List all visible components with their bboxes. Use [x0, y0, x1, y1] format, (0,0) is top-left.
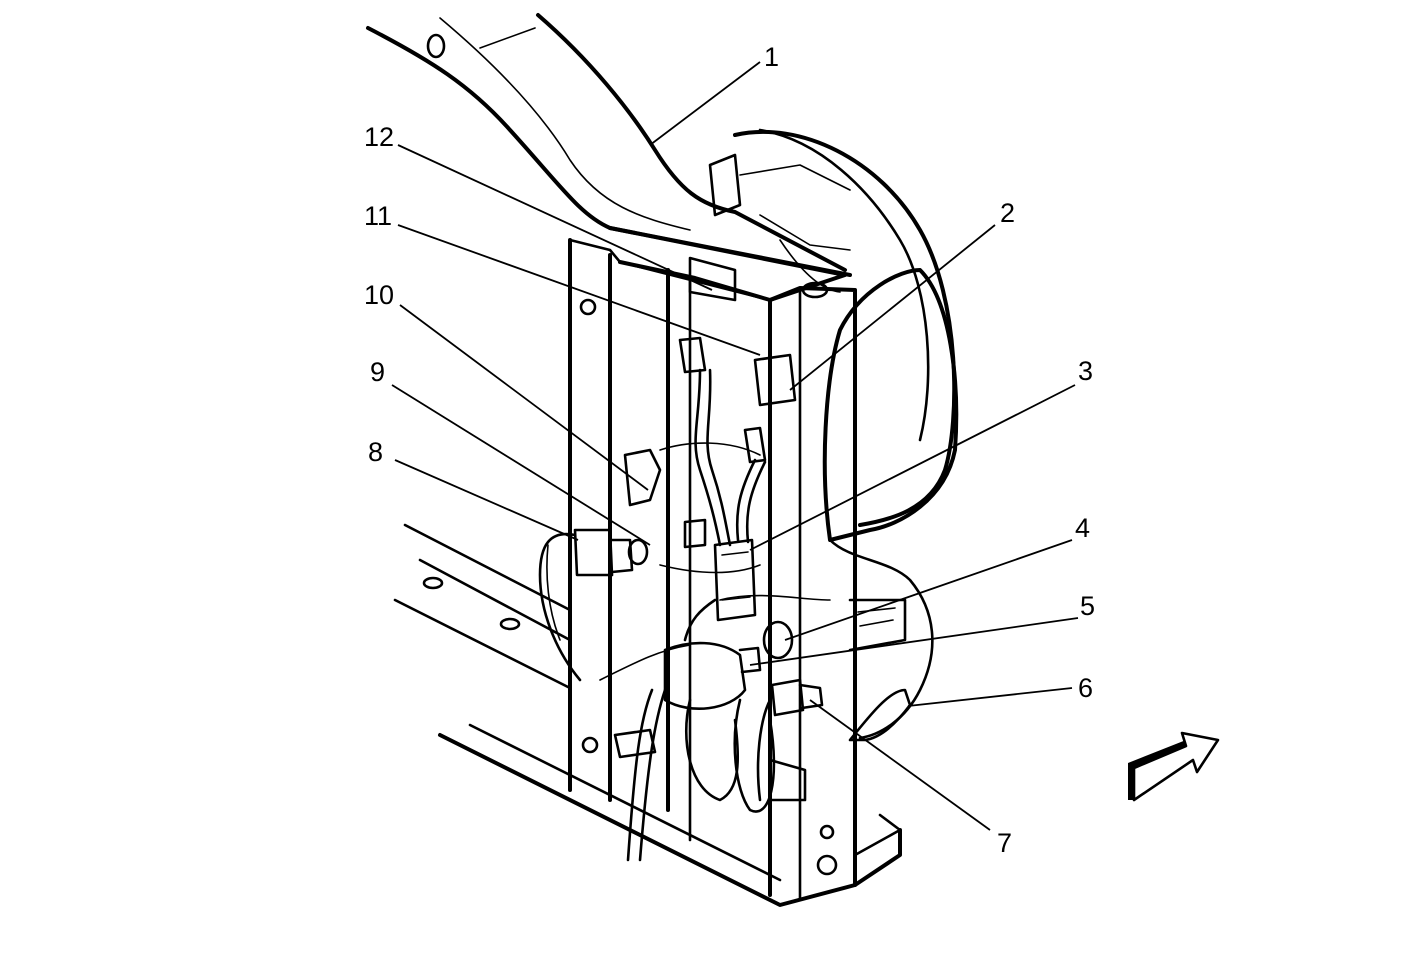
frame-rail [366, 13, 852, 277]
callout-11: 11 [364, 201, 392, 231]
wheel-and-tire [708, 128, 959, 742]
leader-10 [399, 304, 649, 491]
callout-1: 1 [764, 42, 779, 72]
leader-2 [789, 224, 996, 391]
leader-1 [649, 61, 761, 146]
front-crossmember-panel [393, 523, 831, 690]
callout-7: 7 [997, 828, 1012, 858]
callout-9: 9 [370, 357, 385, 387]
callout-labels: 1 2 3 4 5 6 7 8 9 10 11 12 [364, 42, 1095, 858]
leader-5 [749, 617, 1079, 666]
parking-lamp-socket [663, 620, 794, 711]
front-direction-arrow-icon [1128, 731, 1220, 802]
harness-retainer [613, 728, 657, 759]
harness-connector-3 [713, 538, 757, 622]
wiring-harness [626, 368, 776, 862]
leader-lines [391, 61, 1079, 831]
callout-6: 6 [1078, 673, 1093, 703]
callout-2: 2 [1000, 198, 1015, 228]
turn-signal-bulb [756, 678, 824, 802]
callout-12: 12 [364, 122, 394, 152]
leader-3 [749, 384, 1076, 551]
radiator-support [438, 226, 902, 907]
mounting-bracket [768, 758, 807, 802]
callout-8: 8 [368, 437, 383, 467]
callout-3: 3 [1078, 356, 1093, 386]
callout-4: 4 [1075, 513, 1090, 543]
side-marker-connector [538, 528, 649, 682]
leader-6 [907, 687, 1073, 707]
leader-7 [809, 699, 991, 831]
leader-8 [394, 459, 579, 541]
leader-12 [397, 144, 713, 291]
callout-10: 10 [364, 280, 394, 310]
leader-4 [784, 539, 1073, 641]
harness-clips [678, 336, 797, 549]
callout-5: 5 [1080, 591, 1095, 621]
leader-11 [397, 224, 761, 356]
leader-9 [391, 384, 651, 546]
